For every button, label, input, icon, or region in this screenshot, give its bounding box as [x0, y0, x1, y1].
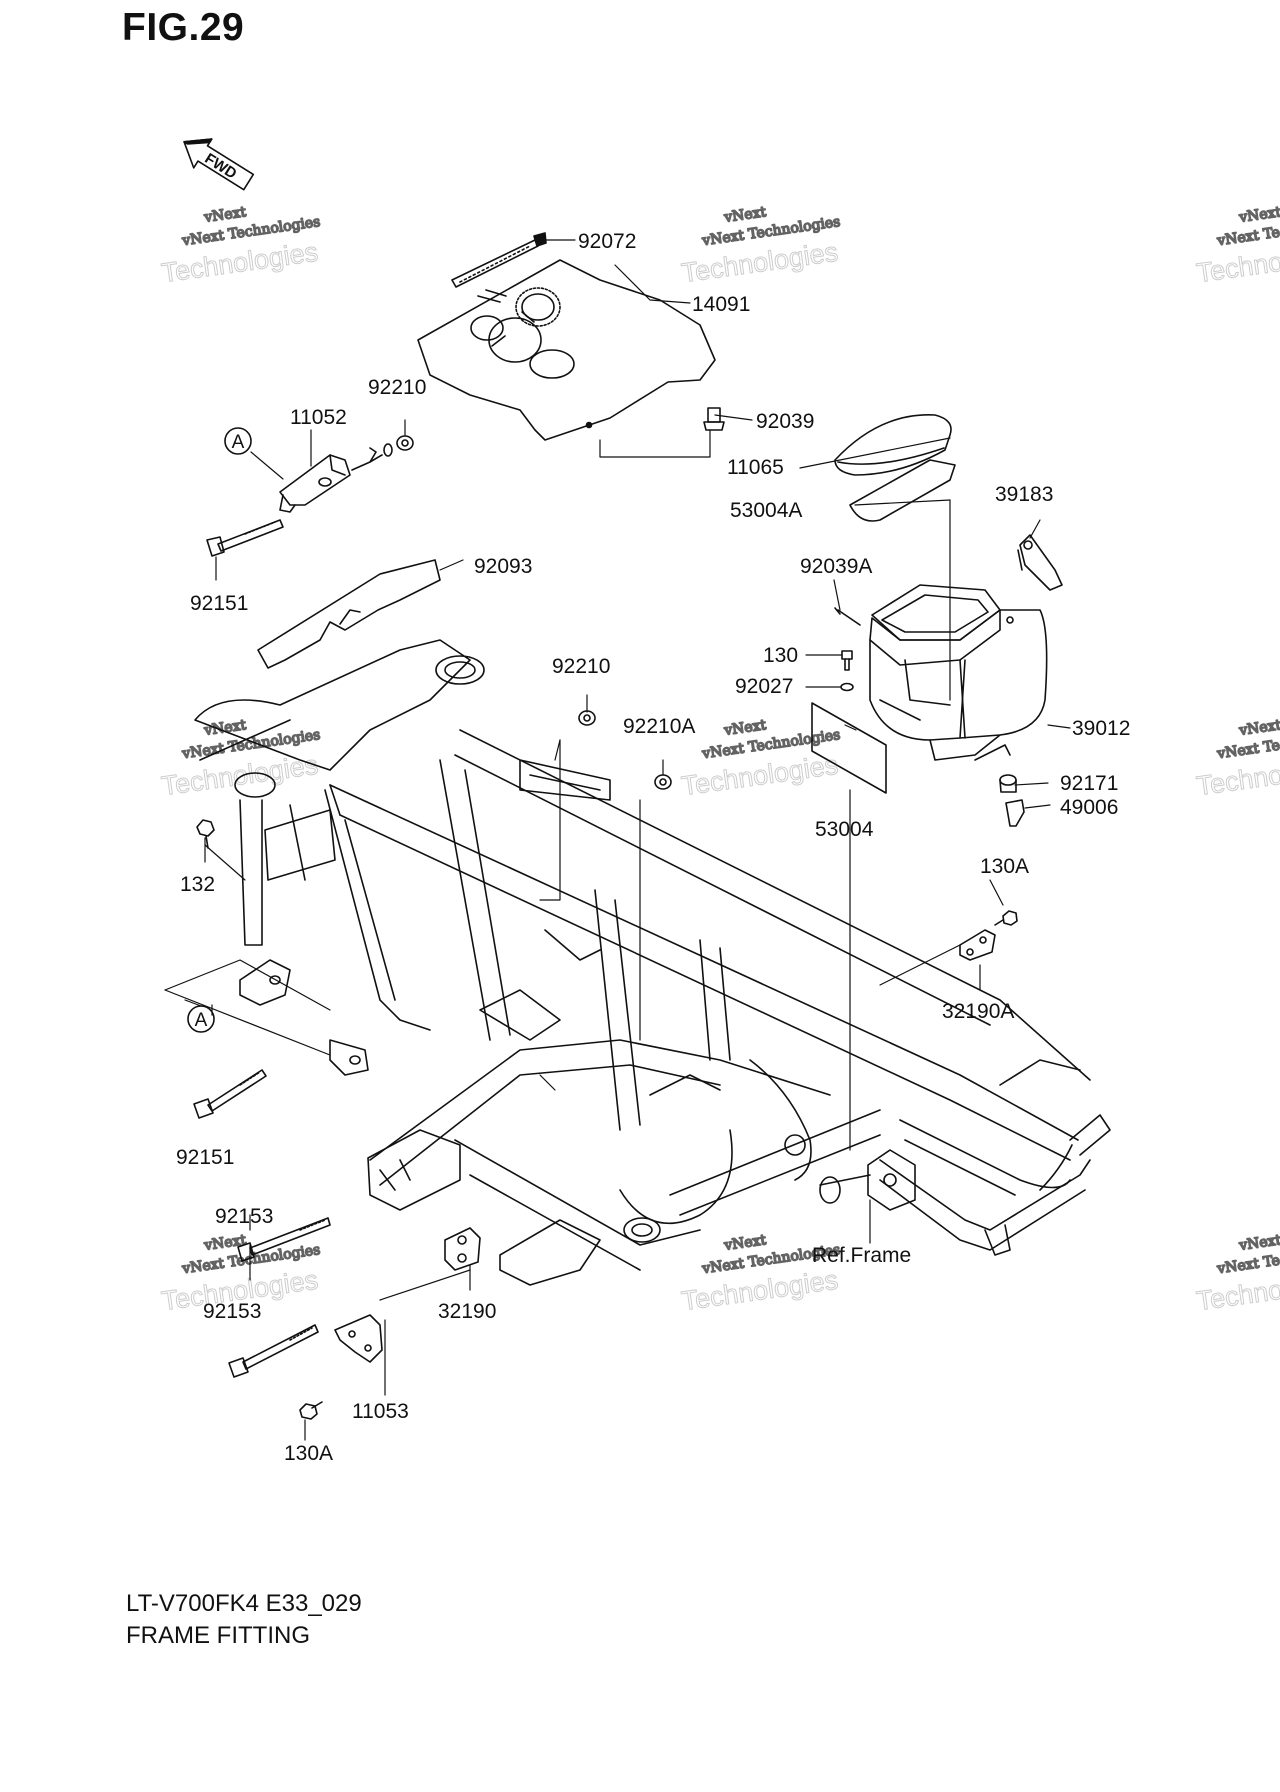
nut-part	[654, 774, 672, 790]
leader-lines	[164, 239, 1071, 1441]
screw-part	[703, 407, 725, 431]
watermark: vNext vNext Technologies Technologies	[679, 203, 842, 288]
bracket-part	[1017, 534, 1063, 591]
part-label: 92210	[368, 376, 426, 399]
cushion-part	[834, 414, 952, 476]
callout-a: A	[224, 427, 252, 455]
svg-text:vNext: vNext	[722, 717, 767, 739]
watermark: vNext vNext Technologies Technologies	[1194, 1231, 1280, 1316]
part-label: 39012	[1072, 717, 1130, 740]
cable-tie-part	[451, 232, 547, 288]
part-label: 14091	[692, 293, 750, 316]
part-label: 92039	[756, 410, 814, 433]
part-label: 130A	[284, 1442, 333, 1465]
part-label: 92072	[578, 230, 636, 253]
long-bolt-part	[237, 1217, 331, 1262]
part-label: 39183	[995, 483, 1053, 506]
svg-text:vNext: vNext	[1237, 1232, 1280, 1254]
watermark: vNext vNext Technologies Technologies	[679, 716, 842, 801]
part-label: 130A	[980, 855, 1029, 878]
plate-part	[959, 929, 996, 961]
part-label: 92027	[735, 675, 793, 698]
part-label: 11065	[727, 456, 784, 479]
clip-part	[1005, 799, 1025, 827]
long-bolt-part	[228, 1324, 319, 1378]
part-labels: 92072 14091 92210 11052 92039 11065 5300…	[176, 230, 1130, 1465]
watermark-group: vNext vNext Technologies Technologies vN…	[159, 203, 1280, 1316]
gasket-sheet-part	[811, 702, 887, 794]
watermark: vNext vNext Technologies Technologies	[1194, 716, 1280, 801]
part-label: 92039A	[800, 555, 872, 578]
bolt-part	[994, 910, 1018, 926]
grommet-part	[999, 774, 1017, 793]
svg-text:A: A	[195, 1010, 208, 1031]
nut-part	[578, 710, 596, 726]
svg-text:vNext: vNext	[1237, 204, 1280, 226]
part-label: 92171	[1060, 772, 1118, 795]
svg-text:vNext: vNext	[202, 1232, 247, 1254]
foam-strip-part	[257, 559, 441, 669]
part-label: 132	[180, 873, 215, 896]
plate-part	[444, 1227, 481, 1271]
nut-part	[396, 435, 414, 451]
svg-text:A: A	[232, 432, 245, 453]
svg-text:vNext: vNext	[202, 204, 247, 226]
svg-text:vNext: vNext	[1237, 717, 1280, 739]
plate-part	[334, 1314, 383, 1363]
model-code: LT-V700FK4 E33_029	[126, 1590, 362, 1617]
protector-plate-part	[417, 259, 716, 441]
bolt-part	[299, 1401, 323, 1420]
fwd-arrow-icon: FWD	[183, 138, 255, 191]
bolt-part	[841, 650, 853, 671]
part-label: 92151	[190, 592, 248, 615]
part-label: 53004	[815, 818, 874, 841]
part-label: 53004A	[730, 499, 802, 522]
part-label: Ref.Frame	[812, 1244, 911, 1267]
callout-a: A	[187, 1005, 215, 1033]
figure-title: FIG.29	[122, 6, 245, 49]
part-label: 92153	[215, 1205, 273, 1228]
part-label: 130	[763, 644, 798, 667]
part-label: 32190	[438, 1300, 496, 1323]
svg-text:vNext: vNext	[722, 1232, 767, 1254]
small-bolt-part	[196, 819, 215, 849]
svg-text:vNext: vNext	[722, 204, 767, 226]
long-bolt-part	[206, 519, 284, 557]
section-name: FRAME FITTING	[126, 1622, 310, 1649]
part-label: 49006	[1060, 796, 1118, 819]
mount-bracket-part	[279, 443, 393, 513]
part-label: 92210	[552, 655, 610, 678]
pin-part	[834, 607, 861, 626]
part-label: 11053	[352, 1400, 409, 1423]
watermark: vNext vNext Technologies Technologies	[679, 1231, 842, 1316]
pad-part	[849, 459, 956, 522]
part-label: 92153	[203, 1300, 261, 1323]
part-label: 92151	[176, 1146, 234, 1169]
storage-box-part	[869, 584, 1048, 761]
part-label: 92093	[474, 555, 532, 578]
washer-part	[840, 682, 854, 692]
watermark: vNext vNext Technologies Technologies	[159, 716, 322, 801]
svg-text:vNext: vNext	[202, 717, 247, 739]
part-label: 32190A	[942, 1000, 1014, 1023]
watermark: vNext vNext Technologies Technologies	[1194, 203, 1280, 288]
long-bolt-part	[193, 1069, 267, 1119]
part-label: 92210A	[623, 715, 695, 738]
part-label: 11052	[290, 406, 347, 429]
watermark: vNext vNext Technologies Technologies	[159, 203, 322, 288]
